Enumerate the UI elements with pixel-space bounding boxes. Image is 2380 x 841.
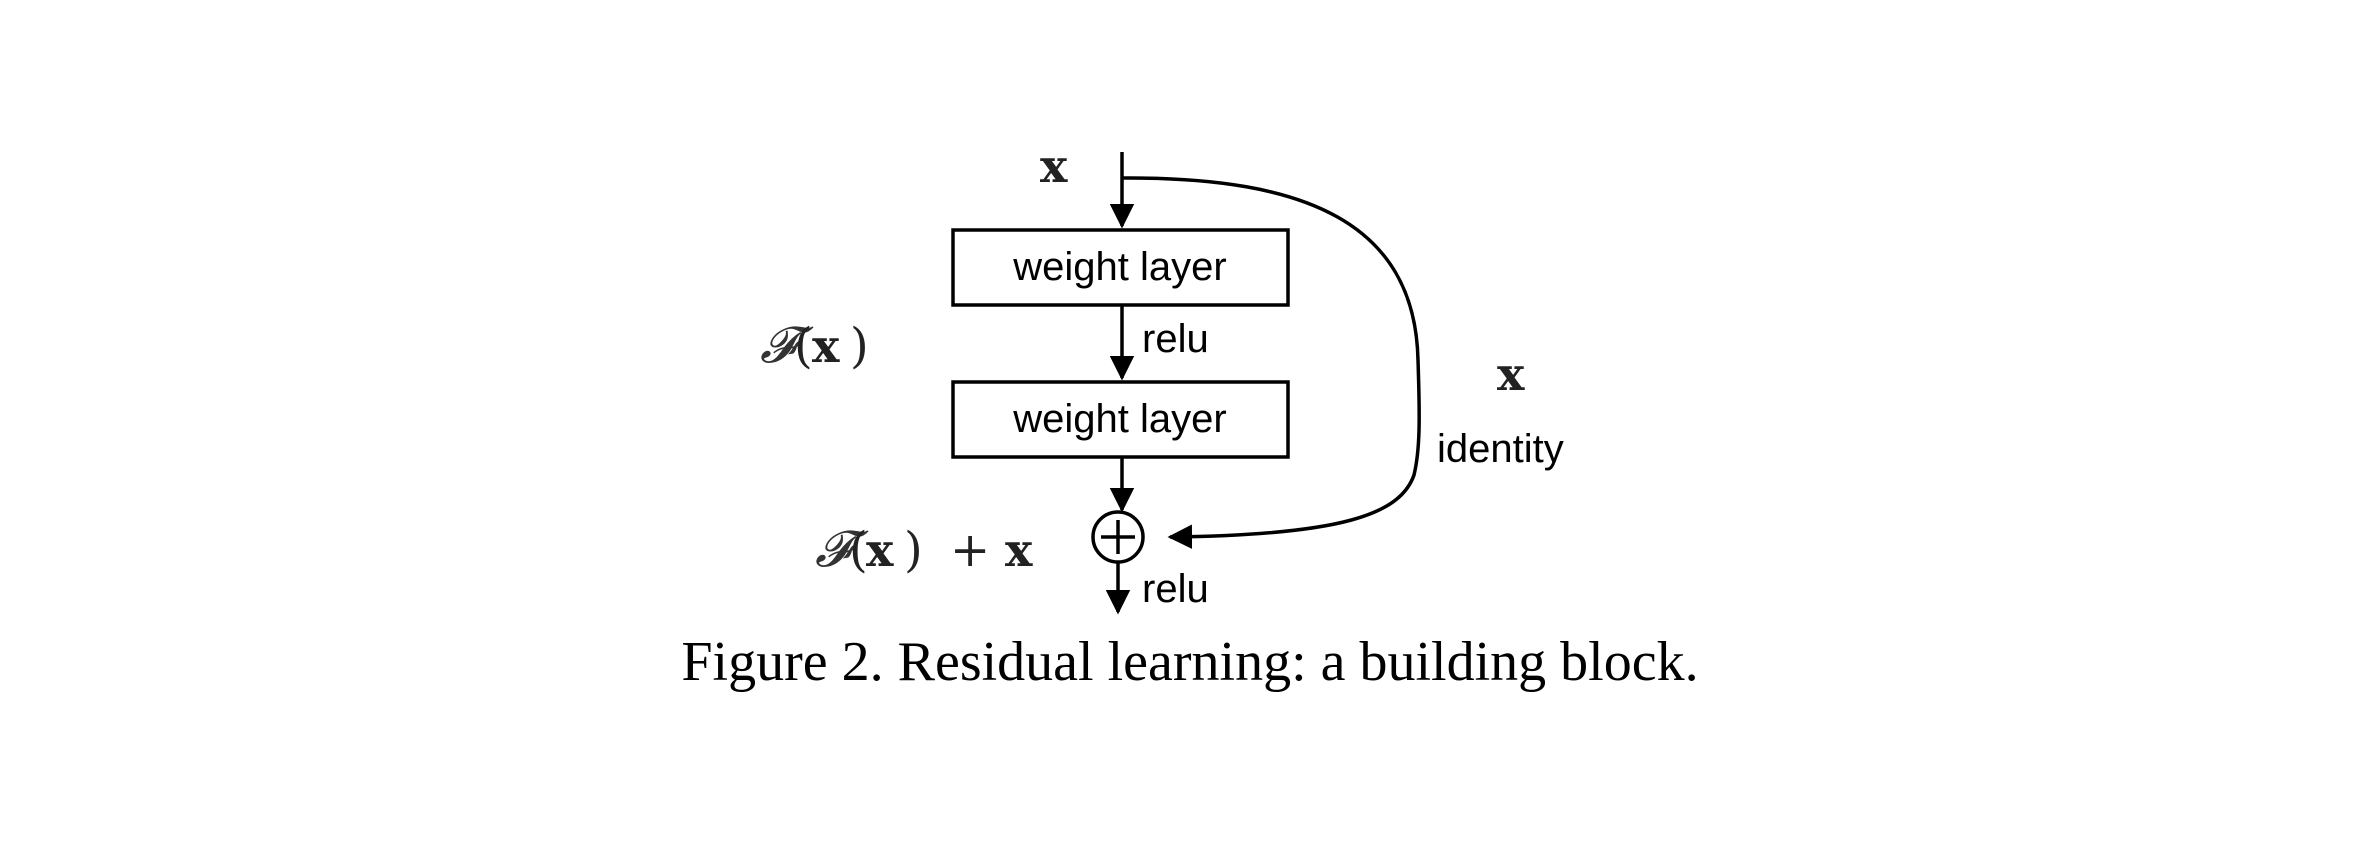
sum-node [1091,510,1145,564]
svg-text:x: x [866,523,894,577]
skip-x-label: x [1497,347,1525,401]
svg-text:): ) [904,522,923,578]
svg-text:): ) [850,318,869,374]
relu-out-label: relu [1142,567,1209,611]
weight-layer-1-label: weight layer [1012,245,1226,289]
svg-text:(: ( [794,318,813,374]
weight-layer-2-label: weight layer [1012,397,1226,441]
weight-layer-1-box [951,228,1290,307]
figure-caption: Figure 2. Residual learning: a building … [681,631,1698,693]
svg-text:(: ( [849,522,868,578]
relu-mid-label: relu [1142,317,1209,361]
weight-layer-2-box [951,380,1290,459]
skip-identity-label: identity [1437,427,1564,471]
svg-text:x: x [1005,523,1033,577]
svg-text:+: + [950,522,990,578]
skip-connection-curve [1122,176,1421,549]
sum-output-label: 𝓕 ( x ) + x [815,520,1033,578]
svg-text:x: x [812,319,840,373]
residual-function-label: 𝓕 ( x ) [760,316,869,374]
input-x-label: x [1040,139,1068,193]
